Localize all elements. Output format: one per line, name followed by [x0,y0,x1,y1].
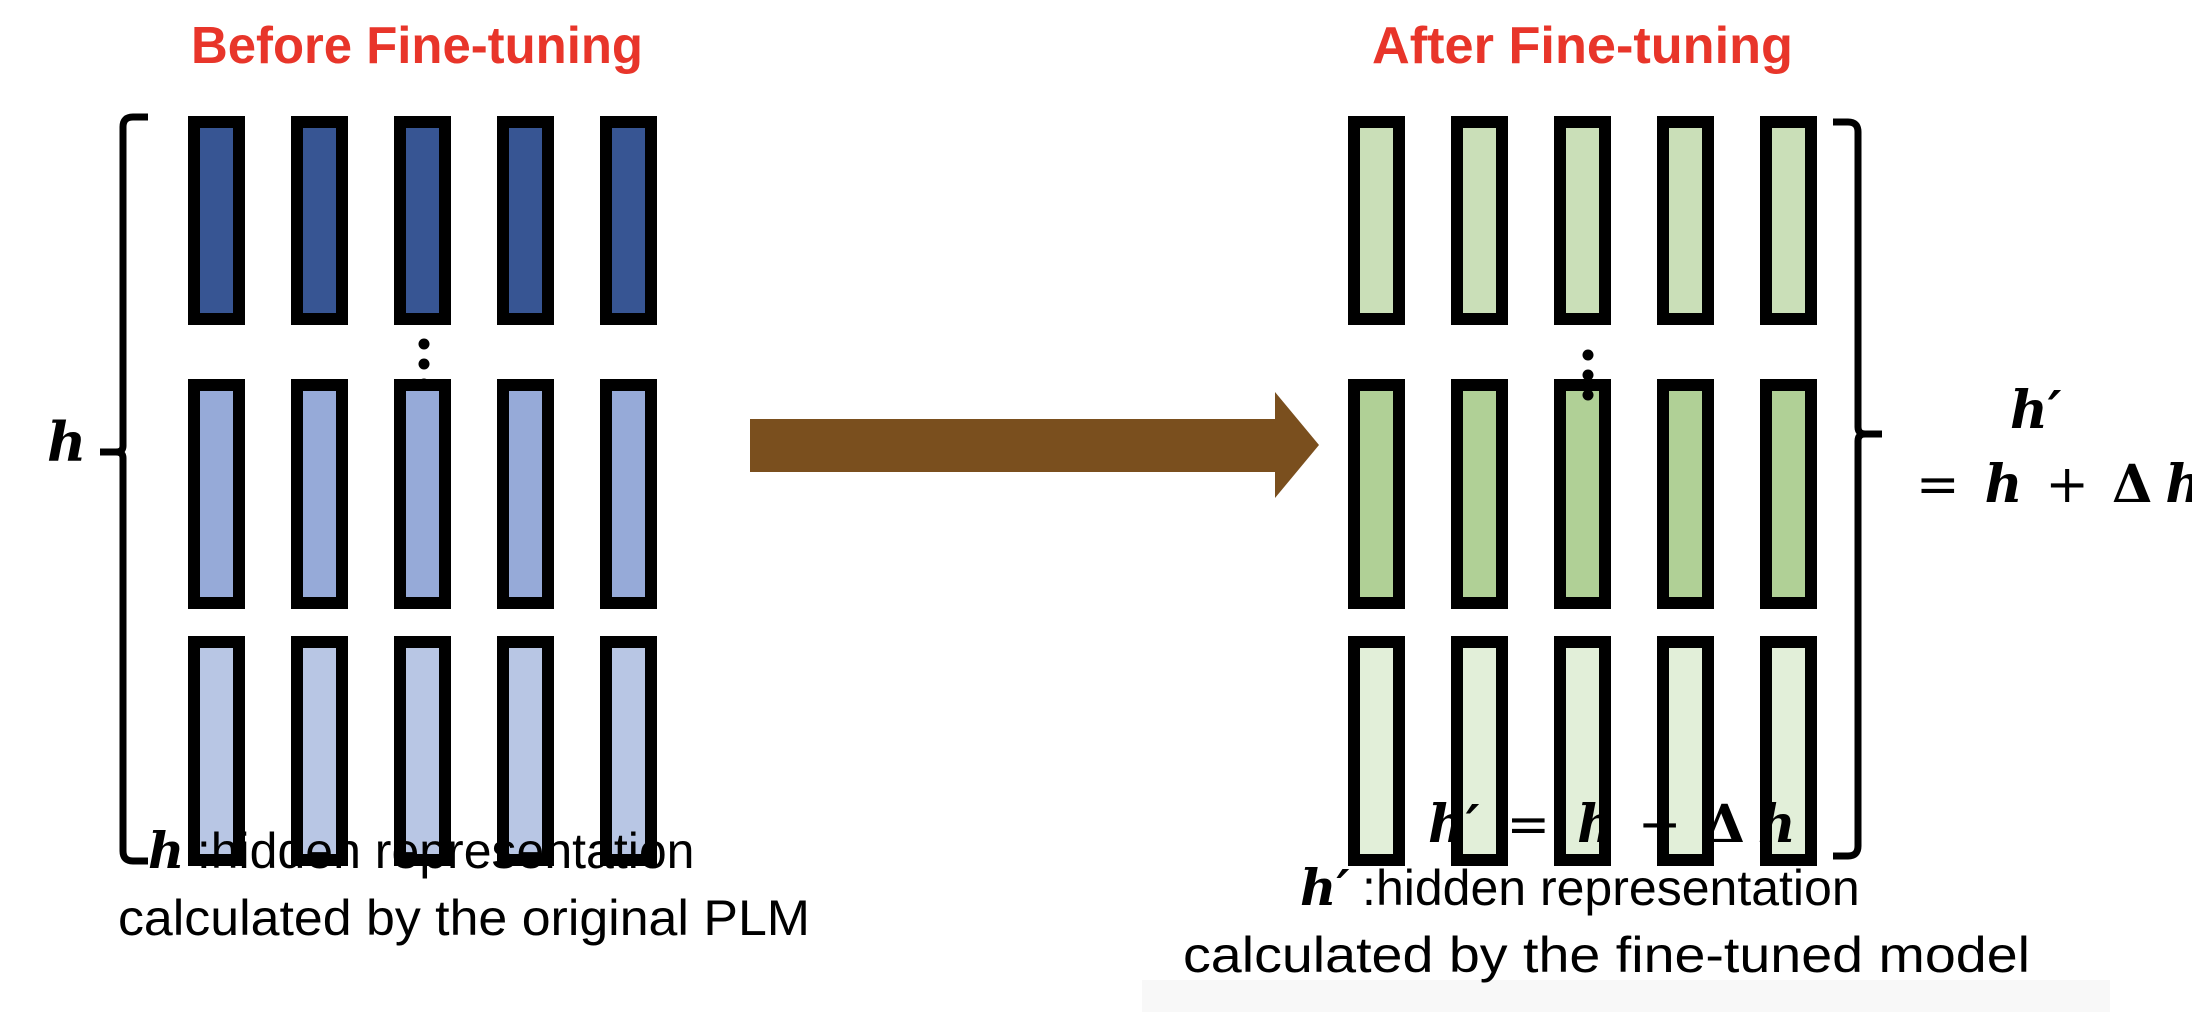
before-caption-line2: calculated by the original PLM [118,890,810,946]
after-vector-r2-c1 [1360,391,1393,597]
after-ellipsis-icon [1582,349,1594,401]
h-prime-symbol: h′ [2010,380,2062,441]
after-vector-r1-c1 [1360,128,1393,313]
before-vector-r1-c1 [200,128,233,313]
after-vector-r3-c3 [1566,648,1599,854]
plus-sign: + [2045,455,2089,515]
before-ellipsis-icon [418,338,430,390]
delta-symbol: Δ [1705,794,1745,855]
before-caption-line1: h :hidden representation [148,821,694,880]
after-caption-equation: h′ = h + Δ h [1428,794,1796,855]
after-vector-r2-c3 [1566,391,1599,597]
after-vector-r2-c2 [1463,391,1496,597]
before-vector-r3-c4 [509,648,542,854]
after-vector-r2-c5 [1772,391,1805,597]
after-vector-grid [1348,116,1817,866]
h-term-2: h [2165,454,2192,515]
before-vector-r3-c2 [303,648,336,854]
before-vector-r3-c1 [200,648,233,854]
after-vector-r3-c4 [1669,648,1702,854]
before-vector-r1-c4 [509,128,542,313]
before-vector-r2-c5 [612,391,645,597]
after-vector-r1-c3 [1566,128,1599,313]
before-vector-r3-c3 [406,648,439,854]
after-vector-r1-c2 [1463,128,1496,313]
hidden-representation-text: :hidden representation [1362,860,1860,916]
before-vector-r2-c1 [200,391,233,597]
h-term: h [1985,454,2023,515]
h-prime-symbol-caption: h′ [1300,858,1350,917]
after-vector-r1-c4 [1669,128,1702,313]
before-vector-r2-c2 [303,391,336,597]
h-prime-lhs: h′ [1428,794,1480,855]
caption-background-panel [1142,980,2110,1012]
hidden-representation-text: :hidden representation [197,823,695,879]
h-prime-bracket-label: h′ = h + Δ h [1916,380,2192,515]
before-vector-grid [188,116,657,866]
before-title: Before Fine-tuning [191,17,643,75]
before-vector-r3-c5 [612,648,645,854]
before-vector-r1-c2 [303,128,336,313]
after-caption-line3: calculated by the fine-tuned model [1183,927,2030,983]
after-vector-r3-c1 [1360,648,1393,854]
equals-sign: = [1916,455,1960,515]
h-prime-equation: = h + Δ h [1916,454,2192,515]
before-vector-r1-c5 [612,128,645,313]
delta-symbol: Δ [2112,454,2152,515]
right-brace-icon [1833,118,1882,860]
plus-sign: + [1638,795,1682,855]
after-vector-r3-c5 [1772,648,1805,854]
equals-sign: = [1507,795,1551,855]
h-symbol-label: h [47,410,86,474]
h-term-2: h [1758,794,1796,855]
h-term: h [1577,794,1615,855]
left-brace-icon [100,113,148,865]
after-title: After Fine-tuning [1372,17,1793,75]
after-caption-line2: h′ :hidden representation [1300,858,1860,917]
before-vector-r2-c3 [406,391,439,597]
after-vector-r2-c4 [1669,391,1702,597]
after-vector-r1-c5 [1772,128,1805,313]
fine-tuning-arrow-icon [750,392,1319,498]
before-vector-r2-c4 [509,391,542,597]
after-vector-r3-c2 [1463,648,1496,854]
h-symbol-caption: h [148,821,184,880]
before-vector-r1-c3 [406,128,439,313]
